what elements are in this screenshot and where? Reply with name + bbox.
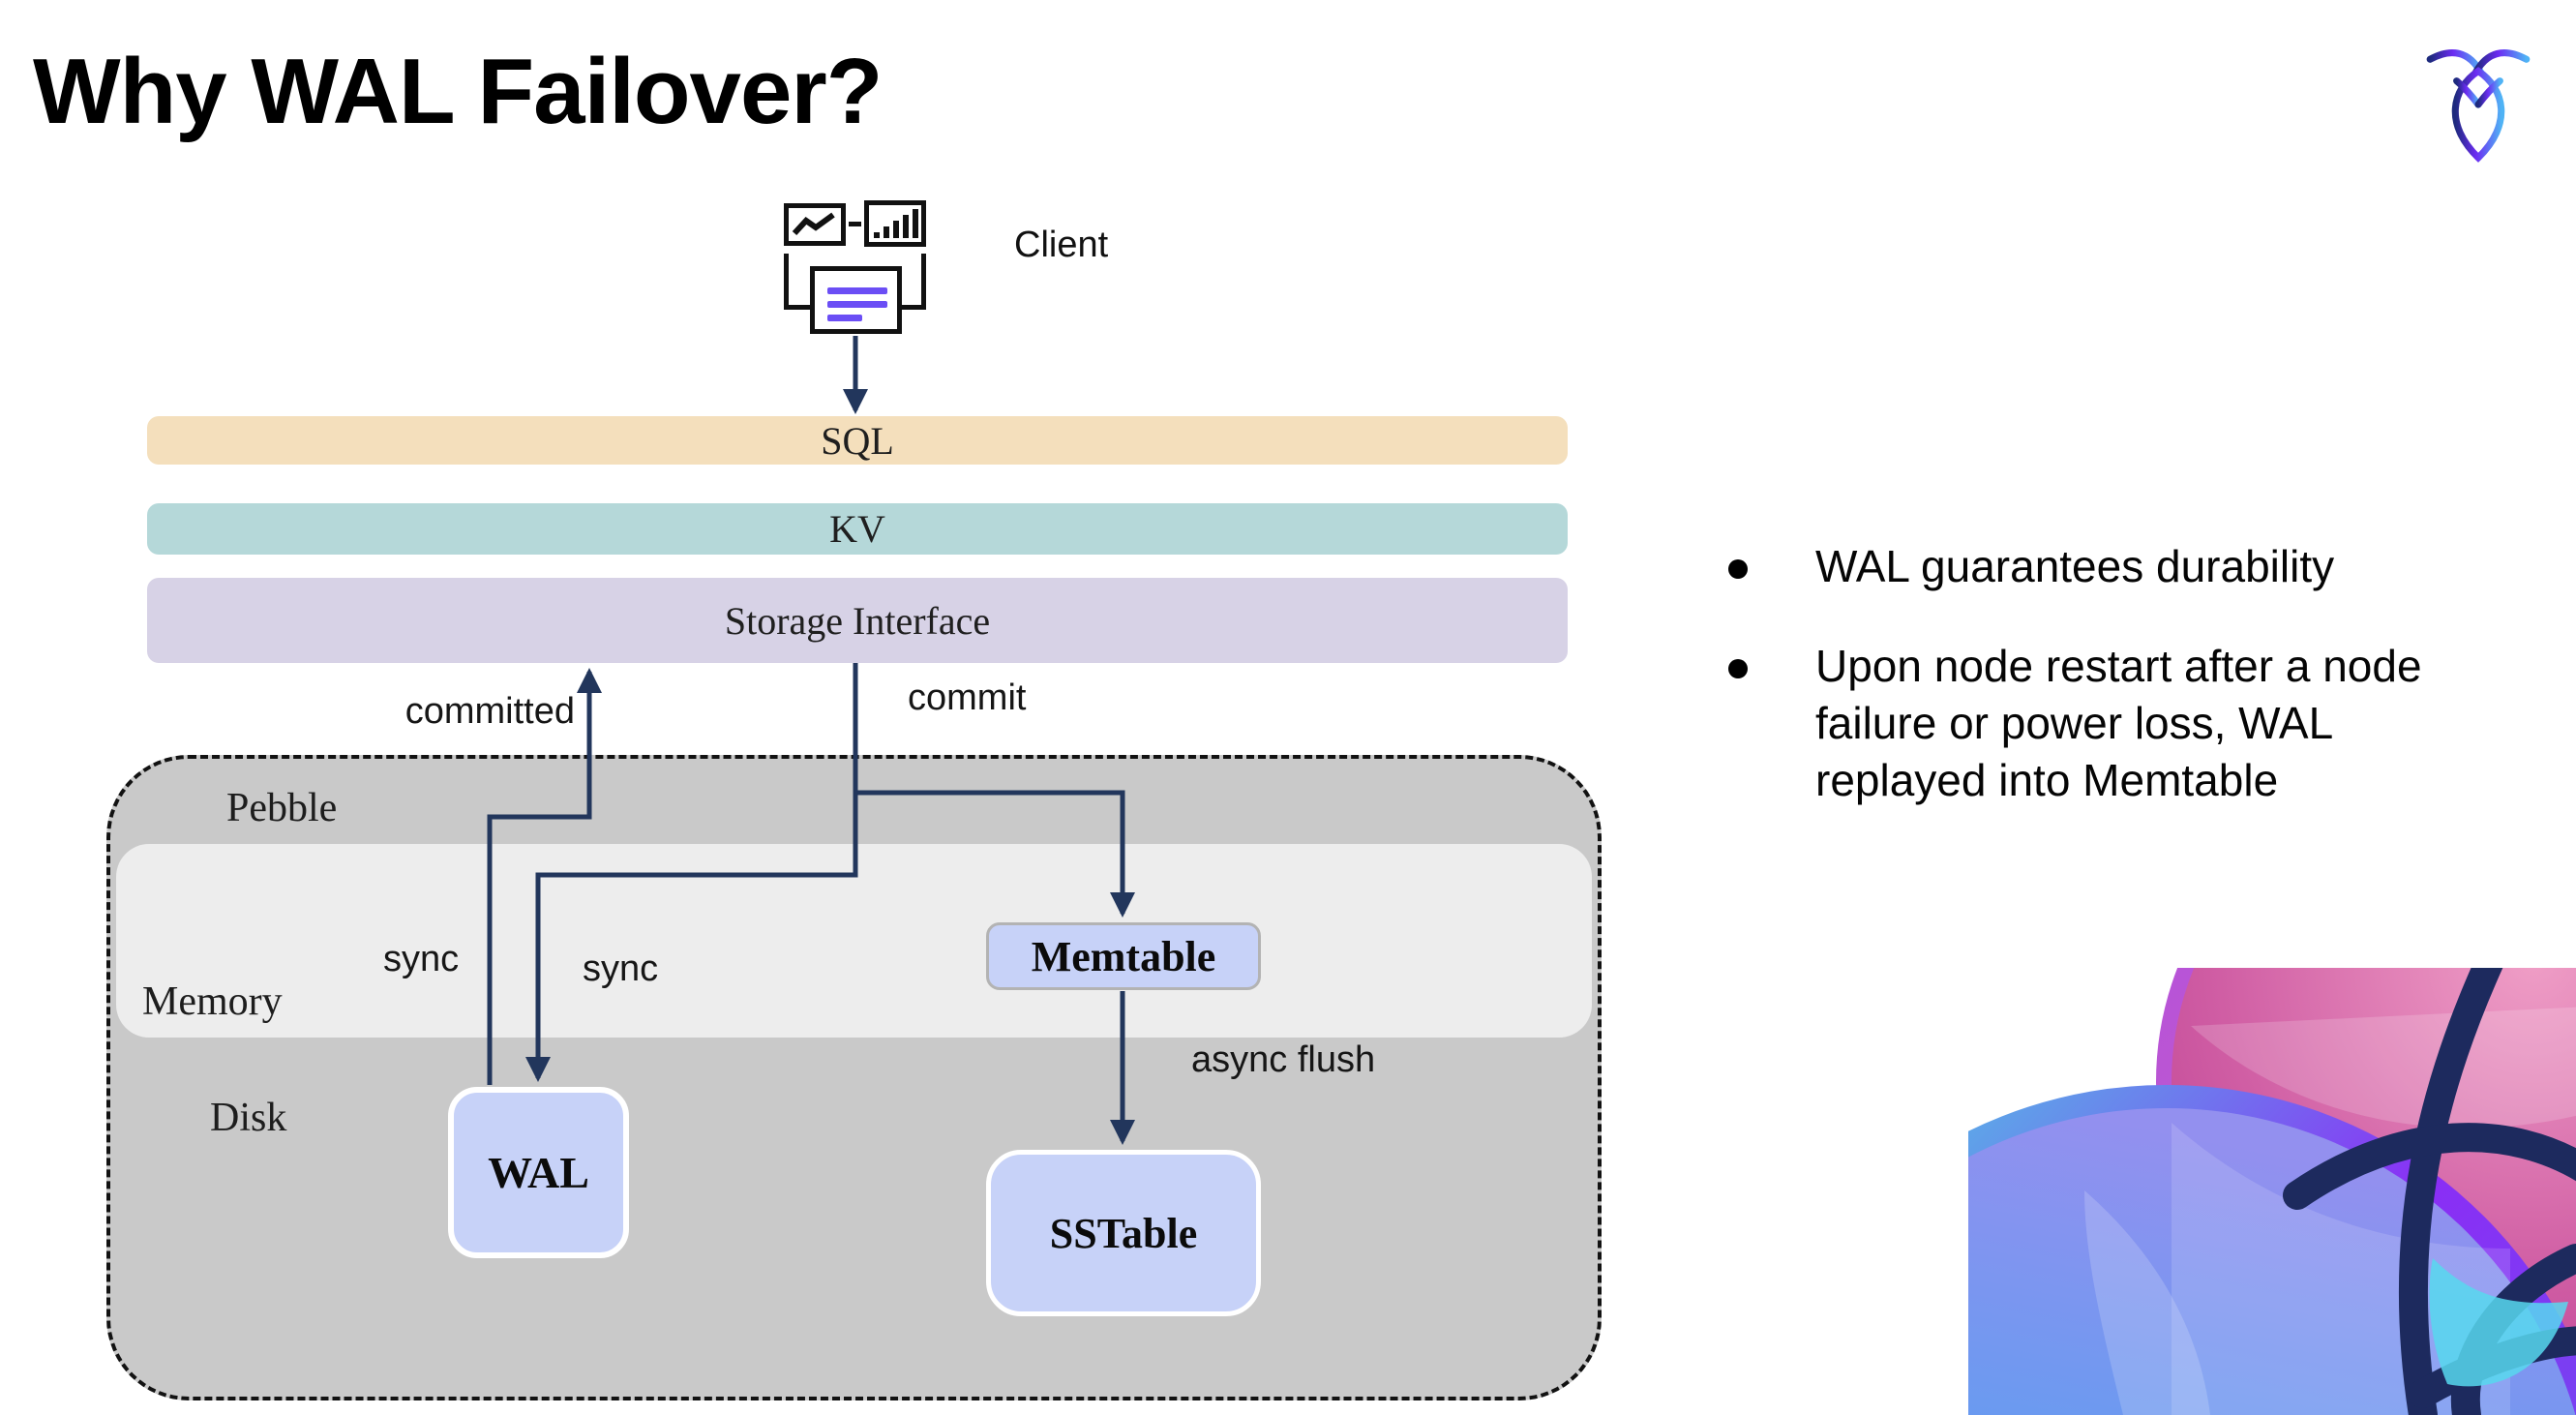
- sync-to-wal-arrow: [525, 663, 858, 1082]
- art-leaf-fill: [2429, 1258, 2568, 1387]
- sstable-node-label: SSTable: [1049, 1209, 1198, 1257]
- bar-chart-icon: [864, 200, 926, 247]
- cockroach-labs-logo-icon: [2426, 49, 2531, 163]
- art-navy-curve-1: [2398, 968, 2503, 1415]
- commit-to-memtable-arrow: [855, 790, 1135, 918]
- logo-branch-right: [2474, 77, 2503, 108]
- disk-label: Disk: [210, 1096, 287, 1140]
- client-label: Client: [1014, 225, 1109, 265]
- memory-label: Memory: [142, 979, 283, 1024]
- async-flush-edge-label: async flush: [1191, 1039, 1376, 1080]
- sync-wal-edge-label: sync: [383, 939, 460, 979]
- art-petal-left: [2084, 1190, 2210, 1415]
- art-pink-highlight: [2191, 1007, 2576, 1129]
- memtable-node: Memtable: [986, 922, 1261, 990]
- bullet-dot: [1728, 559, 1748, 579]
- bullet-item: Upon node restart after a node failure o…: [1728, 638, 2512, 809]
- memtable-node-label: Memtable: [1031, 932, 1216, 980]
- wal-node-label: WAL: [488, 1148, 589, 1197]
- kv-layer-label: KV: [829, 507, 885, 551]
- sql-layer-bar: SQL: [147, 416, 1568, 465]
- bullet-text: Upon node restart after a node failure o…: [1815, 641, 2422, 805]
- committed-arrow: [487, 668, 602, 1085]
- sync-mem-edge-label: sync: [583, 948, 659, 989]
- bullet-dot: [1728, 659, 1748, 678]
- doc-line-2: [827, 301, 887, 308]
- bracket-left: [784, 254, 813, 310]
- page-title: Why WAL Failover?: [33, 40, 883, 143]
- pebble-label: Pebble: [226, 786, 338, 830]
- storage-interface-layer-bar: Storage Interface: [147, 578, 1568, 663]
- commit-edge-label: commit: [908, 677, 1027, 718]
- wal-node: WAL: [448, 1087, 629, 1258]
- storage-interface-label: Storage Interface: [724, 598, 991, 643]
- document-icon: [810, 266, 902, 334]
- line-chart-icon: [784, 203, 846, 246]
- client-workstation-icon: [784, 198, 929, 339]
- sql-layer-label: SQL: [821, 418, 894, 463]
- committed-edge-label: committed: [404, 691, 575, 732]
- bullet-list: WAL guarantees durability Upon node rest…: [1728, 538, 2512, 852]
- sstable-node: SSTable: [986, 1150, 1261, 1316]
- diagram-edges: [487, 336, 1135, 1145]
- doc-line-1: [827, 287, 887, 294]
- bullet-text: WAL guarantees durability: [1815, 541, 2335, 591]
- art-navy-curve-2: [2283, 1123, 2576, 1210]
- bullet-item: WAL guarantees durability: [1728, 538, 2512, 595]
- kv-layer-bar: KV: [147, 503, 1568, 555]
- brand-artwork: [1968, 968, 2576, 1415]
- bracket-right: [897, 254, 926, 310]
- doc-line-3: [827, 315, 862, 321]
- icon-connector-dash: [849, 222, 861, 226]
